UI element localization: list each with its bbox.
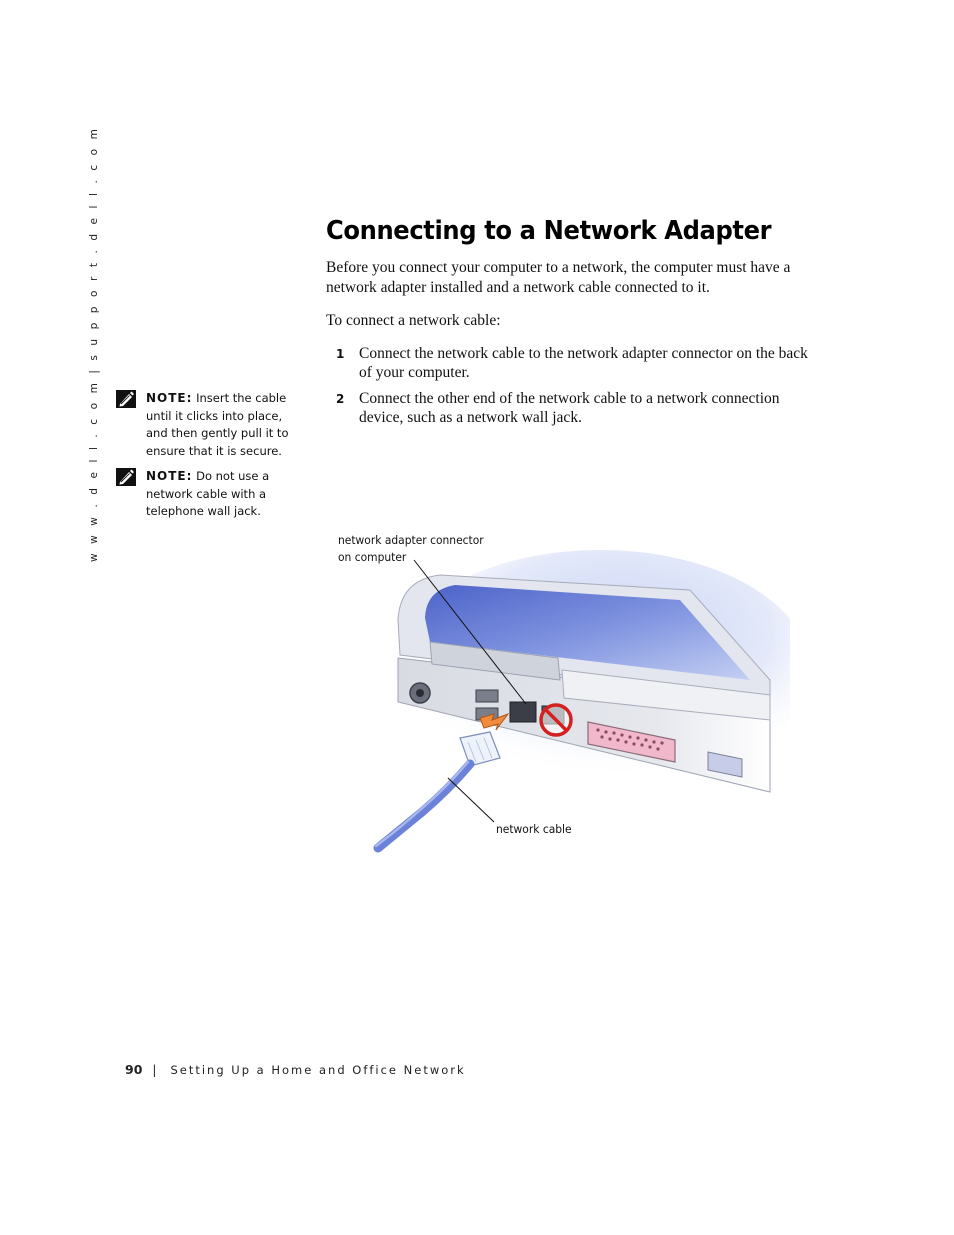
step-text: Connect the network cable to the network… <box>359 345 808 381</box>
prohibited-icon <box>539 703 573 737</box>
note-1: NOTE: Insert the cable until it clicks i… <box>116 390 296 460</box>
step-1: 1 Connect the network cable to the netwo… <box>336 344 816 382</box>
network-adapter-connector <box>509 701 537 723</box>
note-pencil-icon <box>116 390 136 408</box>
callout-line: network adapter connector <box>338 533 484 547</box>
page-title: Connecting to a Network Adapter <box>326 216 772 246</box>
network-cable <box>373 759 475 853</box>
callout-network-adapter-connector: network adapter connector on computer <box>338 532 484 566</box>
usb-port <box>475 689 499 703</box>
step-2: 2 Connect the other end of the network c… <box>336 389 816 427</box>
callout-network-cable: network cable <box>496 822 572 836</box>
note-label: NOTE: <box>146 469 193 483</box>
note-pencil-icon <box>116 468 136 486</box>
page-number: 90 <box>125 1062 143 1077</box>
laptop-network-illustration <box>373 550 790 853</box>
step-text: Connect the other end of the network cab… <box>359 390 780 426</box>
note-label: NOTE: <box>146 391 193 405</box>
note-body: Do not use a network cable with a teleph… <box>146 469 270 518</box>
side-url-label: w w w . d e l l . c o m | s u p p o r t … <box>88 125 100 562</box>
callout-line: on computer <box>338 550 407 564</box>
note-body: Insert the cable until it clicks into pl… <box>146 391 289 458</box>
callout-leader-connector <box>413 559 527 705</box>
parallel-port <box>587 721 676 763</box>
footer-separator: | <box>152 1063 157 1077</box>
section-title: Setting Up a Home and Office Network <box>170 1063 466 1077</box>
lead-paragraph: To connect a network cable: <box>326 312 501 329</box>
note-text: NOTE: Insert the cable until it clicks i… <box>146 390 296 460</box>
rj45-plug <box>459 731 501 767</box>
page-footer: 90 | Setting Up a Home and Office Network <box>125 1062 466 1077</box>
intro-paragraph: Before you connect your computer to a ne… <box>326 259 791 296</box>
step-number: 1 <box>336 347 345 361</box>
side-url-text: w w w . d e l l . c o m | s u p p o r t … <box>84 126 104 562</box>
direction-arrow-icon <box>479 712 510 731</box>
callout-leader-cable <box>447 777 495 823</box>
note-text: NOTE: Do not use a network cable with a … <box>146 468 296 521</box>
video-port <box>707 751 743 778</box>
note-2: NOTE: Do not use a network cable with a … <box>116 468 296 521</box>
step-number: 2 <box>336 392 345 406</box>
